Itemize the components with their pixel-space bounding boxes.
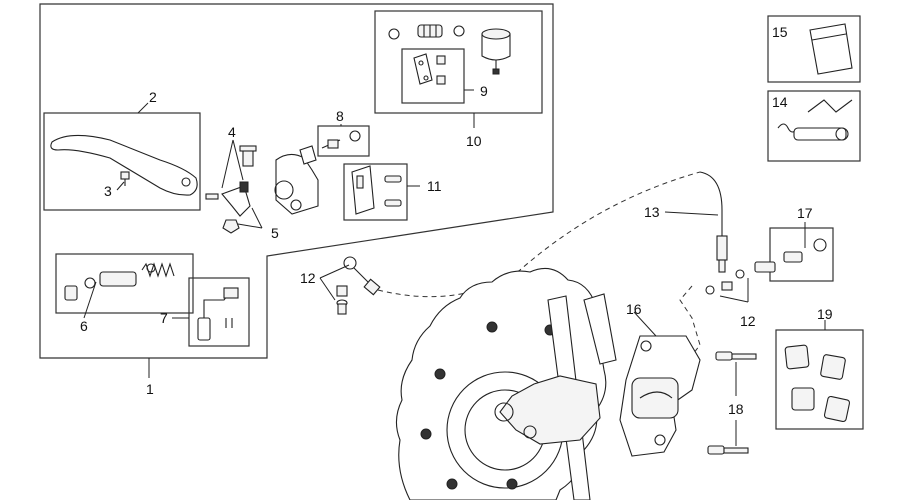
callout-11: 11 (427, 178, 442, 194)
hose-end-fitting (705, 235, 745, 295)
callout-19: 19 (817, 306, 833, 322)
callout-12-left: 12 (300, 270, 316, 286)
reservoir-parts (388, 24, 511, 75)
caliper-bolts (707, 351, 757, 455)
callout-8: 8 (336, 108, 344, 124)
banjo-box (317, 125, 370, 157)
pin-kit (777, 99, 853, 141)
manual-sachet (809, 23, 853, 75)
switch-bracket-box (343, 163, 408, 221)
callout-12-right: 12 (740, 313, 756, 329)
pin-kit-box (767, 90, 861, 162)
banjo-bolt-parts (321, 130, 361, 149)
callout-17: 17 (797, 205, 813, 221)
brake-hose-dashed (377, 171, 701, 298)
box-15 (767, 15, 861, 83)
fork-leg (494, 293, 617, 500)
callout-14: 14 (772, 94, 788, 110)
callout-1: 1 (146, 381, 154, 397)
callout-16: 16 (626, 301, 642, 317)
callout-7: 7 (160, 310, 168, 326)
callout-9: 9 (480, 83, 488, 99)
callout-5: 5 (271, 225, 279, 241)
banjo-fittings-left (336, 256, 381, 315)
reservoir-bracket (413, 53, 446, 85)
brake-pads (784, 344, 851, 423)
callout-10: 10 (466, 133, 482, 149)
brake-light-switch (197, 287, 239, 341)
pivot-parts (205, 145, 257, 234)
switch-box (188, 277, 250, 347)
lever-box (43, 112, 201, 211)
bleed-fittings (754, 238, 827, 273)
piston-kit-box (55, 253, 194, 314)
callout-3: 3 (104, 183, 112, 199)
callout-2: 2 (149, 89, 157, 105)
callout-13: 13 (644, 204, 660, 220)
reservoir-box (374, 10, 543, 114)
master-cylinder-assembly-outline (39, 3, 554, 359)
reservoir-bracket-box (401, 48, 465, 104)
bleed-fitting-box (769, 227, 834, 282)
master-cylinder-body (274, 145, 319, 215)
callout-6: 6 (80, 318, 88, 334)
piston-kit (64, 262, 175, 301)
callout-18: 18 (728, 401, 744, 417)
brake-pads-box (775, 329, 864, 430)
brake-lever (50, 134, 198, 196)
callout-4: 4 (228, 124, 236, 140)
callout-15: 15 (772, 24, 788, 40)
hose-to-caliper-dashed (679, 285, 701, 359)
leader-lines (83, 89, 826, 446)
lever-screw (120, 171, 130, 186)
brake-caliper (619, 335, 701, 457)
brake-hose (699, 171, 723, 240)
switch-bracket (351, 165, 402, 215)
